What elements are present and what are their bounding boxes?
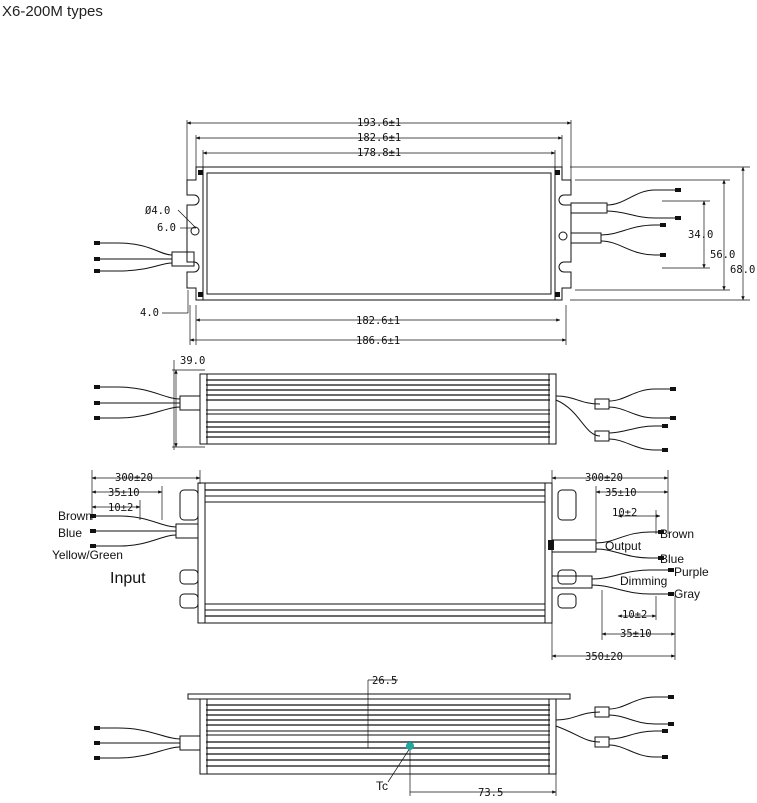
dim-output-strip: 35±10 [605, 487, 637, 499]
bottom-input-wires [94, 726, 201, 760]
top-dimension-lines [162, 120, 750, 345]
side-view: 39.0 [94, 355, 676, 452]
dim-bottom-inner: 182.6±1 [356, 315, 400, 327]
label-output: Output [605, 539, 642, 553]
bottom-enclosure [187, 693, 571, 775]
bottom-view: 26.5 73.5 Tc [94, 675, 674, 799]
label-input-blue: Blue [58, 526, 82, 540]
top-output-wires [570, 188, 681, 257]
dim-body-length: 178.8±1 [357, 147, 401, 159]
dim-input-total: 300±20 [115, 472, 153, 484]
dim-edge: 4.0 [140, 307, 159, 319]
top-enclosure [186, 166, 572, 301]
dim-output-total: 300±20 [585, 472, 623, 484]
label-dimming: Dimming [620, 574, 667, 588]
dim-bottom-outer: 186.6±1 [356, 335, 400, 347]
page-title: X6-200M types [2, 3, 103, 20]
label-purple: Purple [674, 565, 709, 579]
dim-input-strip: 35±10 [108, 487, 140, 499]
label-input: Input [110, 570, 146, 587]
tc-dimension-lines [367, 679, 557, 796]
dim-tc-offset: 73.5 [478, 787, 503, 799]
dim-dim-strip: 35±10 [620, 628, 652, 640]
dim-hole-diameter: Ø4.0 [145, 205, 170, 217]
side-output-wires [555, 387, 676, 452]
dim-h-outer: 68.0 [730, 264, 755, 276]
side-input-wires [94, 385, 201, 420]
label-input-yellow-green: Yellow/Green [52, 548, 123, 562]
dim-output-tip: 10±2 [612, 507, 637, 519]
label-output-blue: Blue [660, 552, 684, 566]
wiring-dimension-lines [91, 470, 676, 660]
dim-input-tip: 10±2 [108, 502, 133, 514]
label-output-brown: Brown [660, 527, 694, 541]
wiring-enclosure [179, 482, 577, 624]
wiring-output-wires [551, 530, 674, 596]
dim-hole-offset: 6.0 [157, 222, 176, 234]
label-input-brown: Brown [58, 509, 92, 523]
dim-dim-tip: 10±2 [622, 609, 647, 621]
dim-side-height: 39.0 [180, 355, 205, 367]
bottom-output-wires [555, 695, 674, 759]
dim-mount-length: 182.6±1 [357, 132, 401, 144]
top-view: 193.6±1 182.6±1 178.8±1 Ø4.0 6.0 4.0 34.… [94, 117, 755, 347]
dim-dim-total: 350±20 [585, 651, 623, 663]
dim-overall-length: 193.6±1 [357, 117, 401, 129]
top-input-wires [94, 241, 195, 273]
wiring-input-wires [90, 514, 199, 548]
label-gray: Gray [674, 587, 700, 601]
dim-tc-height: 26.5 [372, 675, 397, 687]
dim-h-mid: 56.0 [710, 249, 735, 261]
dim-h-inner: 34.0 [688, 229, 713, 241]
label-tc: Tc [376, 779, 388, 793]
wiring-view: 300±20 35±10 10±2 300±20 35±10 10±2 10±2… [52, 470, 709, 663]
side-enclosure [199, 373, 557, 445]
tc-point-marker [406, 742, 414, 750]
